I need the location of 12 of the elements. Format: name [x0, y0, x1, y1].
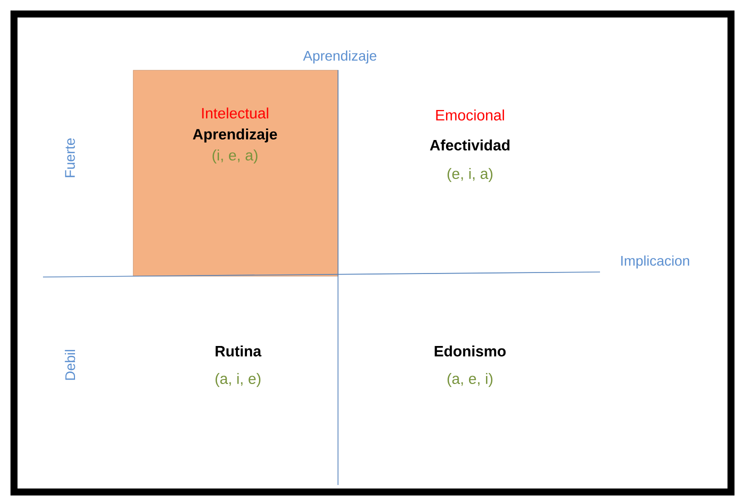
quadrant-code: (e, i, a) — [448, 168, 492, 182]
quadrant-title: Rutina — [216, 345, 262, 356]
axis-label: Aprendizaje — [303, 50, 376, 64]
quadrant-title: Afectividad — [430, 139, 510, 150]
axis-label: Fuerte — [65, 138, 75, 178]
quadrant-code: (a, e, i) — [448, 373, 492, 387]
quadrant-code: (a, i, e) — [216, 373, 260, 387]
axis-label: Implicacion — [621, 255, 690, 268]
quadrant-heading: Emocional — [436, 109, 504, 120]
axis-label: Debil — [64, 350, 76, 380]
quadrant-title: Edonismo — [434, 345, 506, 356]
quadrant-box: Intelectual Aprendizaje (i, e, a) — [133, 70, 338, 276]
